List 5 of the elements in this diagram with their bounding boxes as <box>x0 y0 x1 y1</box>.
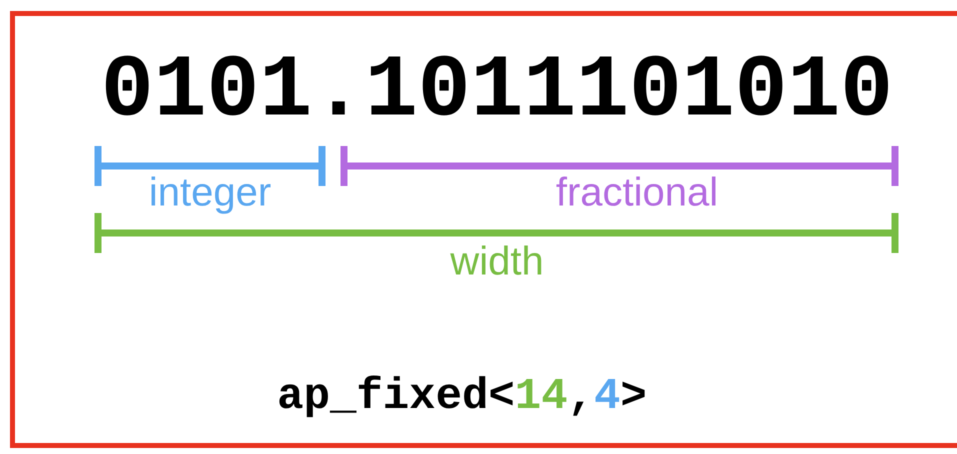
bracket-label: integer <box>148 170 272 216</box>
type-declaration: ap_fixed<14,4> <box>277 372 647 422</box>
bracket-label: width <box>450 240 544 284</box>
binary-number: 0101.1011101010 <box>100 42 894 142</box>
bracket-label: fractional <box>556 170 718 216</box>
